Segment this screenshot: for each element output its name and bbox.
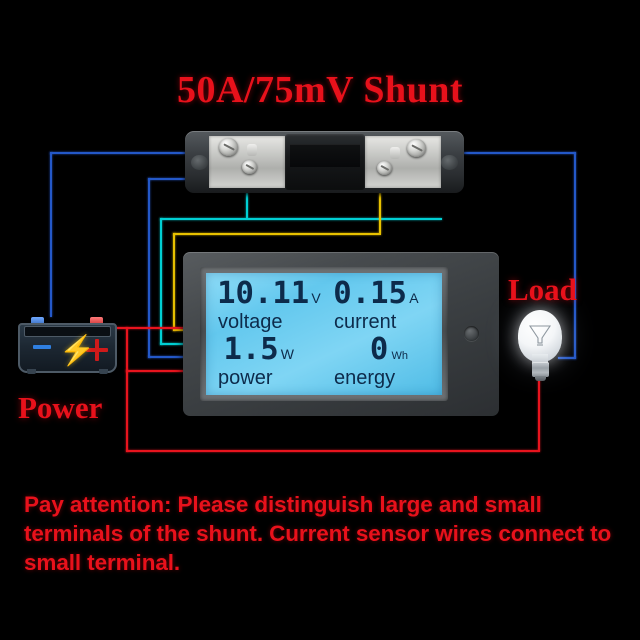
- wire-red-bottom: [126, 450, 540, 452]
- lcd-screen: 10.11 V voltage 0.15 A current: [206, 273, 442, 395]
- meter-bezel: 10.11 V voltage 0.15 A current: [200, 267, 448, 401]
- battery-foot-right: [99, 369, 108, 374]
- current-caption: current: [334, 311, 397, 333]
- label-power: Power: [18, 390, 103, 425]
- lcd-current-cell: 0.15 A current: [324, 279, 434, 335]
- wire-yellow-left-vertical: [173, 233, 175, 331]
- shunt-resistive-element: [285, 134, 365, 190]
- bulb-screw-base: [532, 362, 549, 381]
- battery-top-cover: [24, 326, 111, 337]
- instruction-caption: Pay attention: Please distinguish large …: [24, 492, 612, 575]
- shunt-terminal-plate-right: [365, 136, 441, 188]
- label-load: Load: [508, 272, 577, 307]
- screw-slot: [222, 143, 235, 151]
- current-unit: A: [409, 290, 419, 306]
- voltage-caption: voltage: [218, 311, 283, 333]
- power-unit: W: [280, 346, 294, 362]
- shunt-small-terminal-screw-left: [242, 160, 257, 174]
- lcd-power-cell: 1.5 W power: [214, 335, 324, 391]
- wire-red-down-left: [126, 370, 128, 452]
- lcd-energy-cell: 0 Wh energy: [324, 335, 434, 391]
- energy-caption: energy: [334, 367, 396, 389]
- wire-red-branch-vertical: [126, 327, 128, 372]
- shunt-nub-left: [247, 144, 257, 156]
- wire-yellow-top: [173, 233, 381, 235]
- shunt-nub-right: [390, 147, 400, 159]
- shunt-large-terminal-screw-left: [219, 138, 238, 156]
- battery-minus-icon: [33, 345, 51, 349]
- screw-slot: [410, 144, 423, 152]
- wire-blue-to-bulb: [558, 357, 576, 359]
- lightning-bolt-icon: ⚡: [59, 335, 96, 367]
- lcd-voltage-cell: 10.11 V voltage: [214, 279, 324, 335]
- wire-blue-sense-vertical: [148, 178, 150, 358]
- battery-power-source: ⚡: [18, 313, 117, 375]
- power-caption: power: [218, 367, 273, 389]
- wire-cyan-top: [160, 218, 442, 220]
- wire-blue-sense-into-meter: [148, 356, 194, 358]
- page-title: 50A/75mV Shunt: [176, 69, 464, 111]
- wire-blue-shunt-right-top: [418, 152, 576, 154]
- wire-red-to-bulb: [538, 376, 540, 451]
- energy-unit: Wh: [391, 350, 409, 362]
- voltage-unit: V: [311, 290, 321, 306]
- shunt-large-terminal-screw-right: [407, 139, 426, 157]
- battery-foot-left: [27, 369, 36, 374]
- shunt-mount-hole-left: [191, 155, 208, 170]
- bulb-glass: [518, 310, 562, 362]
- wire-red-battery-pos: [96, 327, 207, 329]
- voltage-value: 10.11: [217, 276, 310, 311]
- shunt-device: [185, 131, 464, 193]
- current-value: 0.15: [333, 276, 407, 311]
- wire-cyan-left-vertical: [160, 218, 162, 345]
- wire-cyan-into-meter: [160, 343, 192, 345]
- bulb-filament-icon: [528, 325, 552, 346]
- wire-blue-battery-neg-vertical: [50, 152, 52, 317]
- wire-blue-right-vertical: [574, 152, 576, 359]
- wire-cyan-shunt-drop: [246, 188, 248, 218]
- power-meter-device: 10.11 V voltage 0.15 A current: [183, 252, 499, 416]
- shunt-small-terminal-screw-right: [377, 161, 392, 175]
- shunt-mount-hole-right: [441, 155, 458, 170]
- screw-slot: [379, 164, 390, 172]
- battery-plus-icon: [86, 339, 108, 361]
- light-bulb-load: [512, 310, 568, 384]
- energy-value: 0: [370, 332, 389, 367]
- wire-yellow-shunt-drop: [379, 188, 381, 233]
- wire-red-branch-into-meter: [126, 370, 196, 372]
- meter-reset-button[interactable]: [464, 326, 479, 341]
- bulb-neck: [532, 354, 548, 364]
- power-value: 1.5: [223, 332, 279, 367]
- screw-slot: [244, 163, 255, 171]
- wire-blue-battery-neg-horizontal: [50, 152, 226, 154]
